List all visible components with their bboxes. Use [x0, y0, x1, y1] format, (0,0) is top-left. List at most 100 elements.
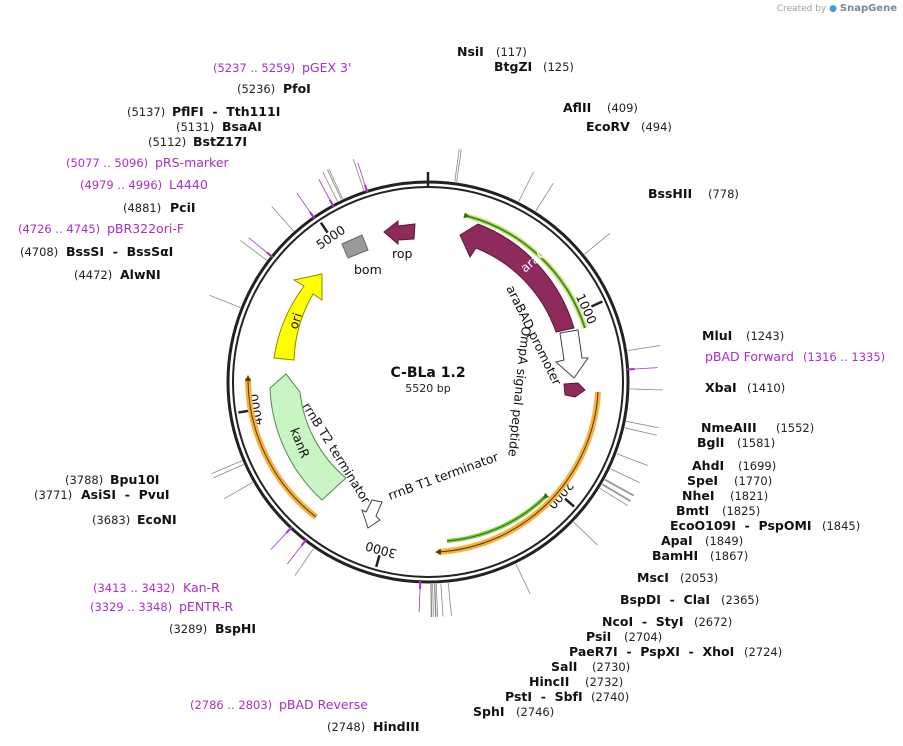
site-bsaai[interactable]: (5131)BsaAI [176, 119, 262, 134]
site-leader-3 [535, 182, 554, 212]
svg-text:NheI: NheI [682, 488, 715, 503]
site-asisi-pvui[interactable]: (3771) AsiSI - PvuI [34, 487, 170, 502]
site-bstz17i[interactable]: (5112)BstZ17I [148, 134, 247, 149]
primer-l4440[interactable]: (4979 .. 4996)L4440 [80, 177, 208, 192]
site-sali[interactable]: SalI(2730) [551, 659, 630, 674]
site-ahdi[interactable]: AhdI(1699) [692, 458, 776, 473]
site-nmeaiii[interactable]: NmeAIII(1552) [701, 420, 814, 435]
site-nhei[interactable]: NheI(1821) [682, 488, 768, 503]
site-bsssi-bsssai[interactable]: (4708)BssSI - BssSαI [20, 244, 173, 259]
svg-text:(3683): (3683) [92, 513, 130, 527]
site-ecoo109i-pspomi[interactable]: EcoO109I - PspOMI (1845) [670, 518, 860, 533]
site-aflii[interactable]: AflII(409) [563, 100, 638, 115]
primer-labels: (5237 .. 5259)pGEX 3' (5077 .. 5096)pRS-… [18, 60, 885, 712]
site-msci[interactable]: MscI(2053) [637, 570, 718, 585]
site-leader-2 [518, 171, 534, 202]
site-spei[interactable]: SpeI(1770) [687, 473, 772, 488]
svg-text:(2740): (2740) [591, 690, 629, 704]
svg-text:BssHII: BssHII [648, 186, 692, 201]
site-hindiii[interactable]: (2748)HindIII [327, 719, 420, 734]
site-leader-0 [454, 149, 460, 182]
site-alwni[interactable]: (4472)AlwNI [74, 267, 161, 282]
site-apai[interactable]: ApaI(1849) [661, 533, 743, 548]
svg-text:(3329 .. 3348): (3329 .. 3348) [90, 600, 172, 614]
site-leader-34 [326, 169, 342, 200]
svg-text:L4440: L4440 [169, 177, 208, 192]
site-btgzi[interactable]: BtgZI(125) [494, 59, 574, 74]
feature-label-ompa: OmpA signal peptide [505, 326, 534, 458]
site-leader-31 [240, 240, 268, 261]
svg-text:(1243): (1243) [746, 329, 784, 343]
svg-text:BssSI - BssSαI: BssSI - BssSαI [66, 244, 173, 259]
svg-text:(117): (117) [496, 45, 527, 59]
site-leader-29 [211, 460, 243, 475]
ring-tick-label-5000: 5000 [313, 222, 348, 252]
svg-text:(4881): (4881) [123, 201, 161, 215]
site-nsii[interactable]: NsiI(117) [457, 44, 527, 59]
svg-text:pBAD Forward: pBAD Forward [705, 349, 794, 364]
site-leader-16 [573, 521, 598, 546]
site-xbai[interactable]: XbaI(1410) [705, 380, 785, 395]
svg-text:BamHI: BamHI [652, 548, 698, 563]
site-leader-1 [456, 149, 462, 183]
site-bpu10i[interactable]: (3788)Bpu10I [65, 472, 159, 487]
svg-text:BtgZI: BtgZI [494, 59, 532, 74]
primer-leader-3-marker [266, 251, 274, 259]
feature-kanr[interactable]: kanR [269, 373, 347, 501]
site-bgli[interactable]: BglI(1581) [697, 435, 775, 450]
feature-bom[interactable]: bom [341, 234, 382, 277]
site-leader-30 [209, 294, 241, 308]
primer-kan-r[interactable]: (3413 .. 3432)Kan-R [93, 580, 220, 595]
svg-text:(2672): (2672) [694, 615, 732, 629]
feature-rrnb-t1-terminator[interactable]: rrnB T1 terminator [361, 449, 501, 529]
site-ecorv[interactable]: EcoRV(494) [586, 119, 672, 134]
svg-text:AflII: AflII [563, 100, 591, 115]
site-leader-12 [604, 479, 634, 497]
site-bspdi-clai[interactable]: BspDI - ClaI(2365) [620, 592, 759, 607]
site-leader-33 [322, 171, 338, 202]
site-sphi[interactable]: SphI(2746) [473, 704, 554, 719]
site-ncoi-styi[interactable]: NcoI - StyI(2672) [602, 614, 732, 629]
site-mlui[interactable]: MluI(1243) [702, 328, 784, 343]
site-paer7i-pspxi-xhoi[interactable]: PaeR7I - PspXI - XhoI(2724) [569, 644, 782, 659]
primer-pbr322ori-f[interactable]: (4726 .. 4745)pBR322ori-F [18, 221, 184, 236]
site-pfoi[interactable]: (5236)PfoI [237, 81, 311, 96]
site-leader-35 [328, 168, 344, 200]
svg-text:(1845): (1845) [822, 519, 860, 533]
site-psti-sbfi[interactable]: PstI - SbfI(2740) [505, 689, 629, 704]
svg-text:AsiSI - PvuI: AsiSI - PvuI [81, 487, 170, 502]
primer-prs-marker[interactable]: (5077 .. 5096)pRS-marker [66, 155, 230, 170]
site-bsshii[interactable]: BssHII(778) [648, 186, 739, 201]
site-leader-24 [430, 583, 433, 617]
svg-text:(1825): (1825) [722, 504, 760, 518]
site-psii[interactable]: PsiI(2704) [586, 629, 662, 644]
site-leader-36 [352, 159, 365, 191]
site-pflfi-tth111i[interactable]: (5137)PflFI - Tth111I [127, 104, 280, 119]
site-bmti[interactable]: BmtI(1825) [676, 503, 760, 518]
svg-text:(3771): (3771) [34, 488, 72, 502]
site-leader-6 [629, 388, 663, 391]
feature-ori[interactable]: ori [273, 273, 323, 361]
primer-pbad-reverse[interactable]: (2786 .. 2803)pBAD Reverse [190, 697, 368, 712]
site-leader-11 [604, 478, 635, 496]
site-econi[interactable]: (3683)EcoNI [92, 512, 177, 527]
svg-text:(2704): (2704) [624, 630, 662, 644]
svg-text:(4726 .. 4745): (4726 .. 4745) [18, 222, 100, 236]
site-bamhi[interactable]: BamHI(1867) [652, 548, 748, 563]
svg-text:(4472): (4472) [74, 268, 112, 282]
ring-tick-2000 [564, 497, 575, 508]
site-hincii[interactable]: HincII(2732) [529, 674, 623, 689]
svg-text:SalI: SalI [551, 659, 577, 674]
svg-text:(1849): (1849) [705, 534, 743, 548]
primer-pgex3[interactable]: (5237 .. 5259)pGEX 3' [213, 60, 351, 75]
svg-text:(5112): (5112) [148, 135, 186, 149]
primer-pbad-forward[interactable]: pBAD Forward(1316 .. 1335) [705, 349, 885, 364]
svg-text:EcoO109I - PspOMI: EcoO109I - PspOMI [670, 518, 812, 533]
feature-rop[interactable]: rop [383, 219, 416, 261]
site-pcii[interactable]: (4881)PciI [123, 200, 196, 215]
site-bsphi[interactable]: (3289)BspHI [169, 621, 256, 636]
primer-pentr-r[interactable]: (3329 .. 3348)pENTR-R [90, 599, 234, 614]
plasmid-name: C-BLa 1.2 [390, 365, 465, 381]
feature-arac[interactable]: araC [459, 223, 575, 333]
